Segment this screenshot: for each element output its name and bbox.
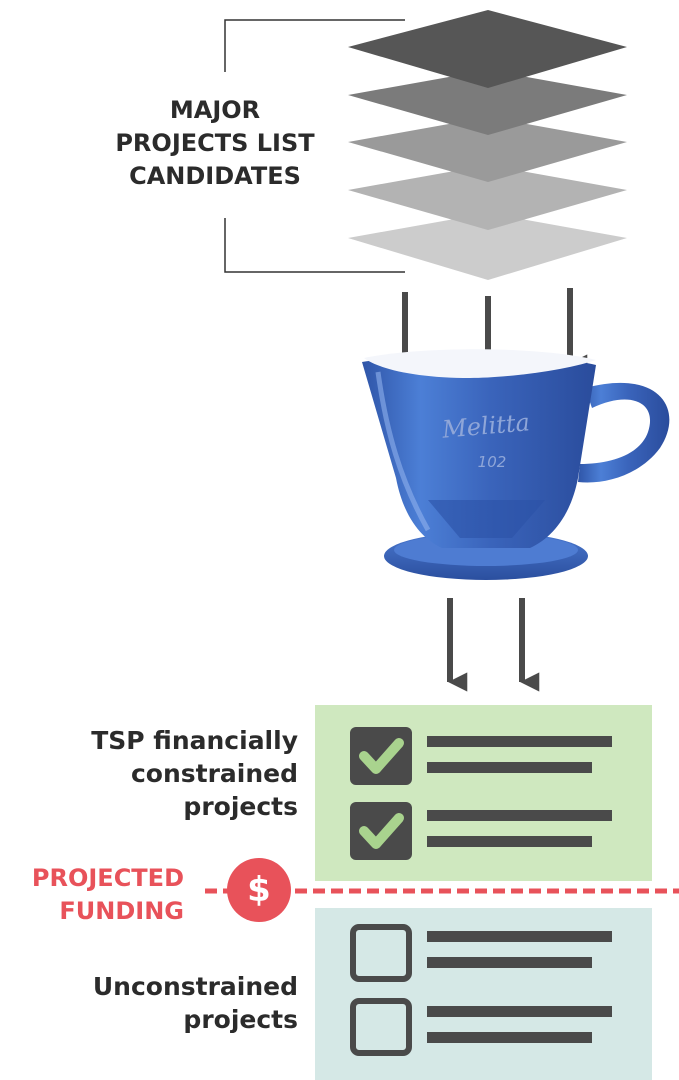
funding-label-line: FUNDING — [59, 897, 184, 925]
stack-layer — [348, 70, 627, 135]
stack-layer — [348, 10, 627, 88]
funding-label-line: PROJECTED — [31, 864, 184, 892]
filter-model-text: 102 — [477, 453, 507, 471]
dollar-icon — [227, 858, 291, 922]
text-line — [427, 762, 592, 773]
constrained-label-line: constrained — [130, 759, 298, 788]
stack-layer — [348, 165, 627, 230]
project-stack — [348, 10, 627, 280]
dollar-symbol: $ — [247, 870, 271, 910]
unconstrained-label-line: Unconstrained — [92, 972, 298, 1001]
unconstrained-list — [350, 924, 612, 1056]
stack-bracket — [224, 19, 405, 273]
text-line — [427, 957, 592, 968]
checkbox-empty-icon — [350, 924, 412, 982]
stack-label: MAJOR PROJECTS LIST CANDIDATES — [100, 94, 330, 193]
constrained-list — [350, 727, 612, 860]
stack-label-line: PROJECTS LIST — [115, 129, 315, 157]
list-item — [350, 802, 612, 860]
list-item — [350, 998, 612, 1056]
stack-label-line: MAJOR — [169, 96, 261, 124]
coffee-filter-icon — [362, 349, 670, 580]
list-item — [350, 924, 612, 982]
text-line — [427, 810, 612, 821]
stack-label-line: CANDIDATES — [129, 162, 301, 190]
unconstrained-label: Unconstrained projects — [40, 970, 298, 1036]
output-arrows — [447, 598, 540, 692]
text-line — [427, 1006, 612, 1017]
stack-layer — [348, 213, 627, 280]
constrained-label: TSP financially constrained projects — [40, 724, 298, 823]
text-line — [427, 931, 612, 942]
text-line — [427, 836, 592, 847]
stack-layer — [348, 117, 627, 182]
constrained-label-line: projects — [183, 792, 298, 821]
funding-label: PROJECTED FUNDING — [6, 862, 184, 928]
unconstrained-label-line: projects — [183, 1005, 298, 1034]
text-line — [427, 1032, 592, 1043]
list-item — [350, 727, 612, 785]
constrained-label-line: TSP financially — [91, 726, 298, 755]
text-line — [427, 736, 612, 747]
checkbox-empty-icon — [350, 998, 412, 1056]
